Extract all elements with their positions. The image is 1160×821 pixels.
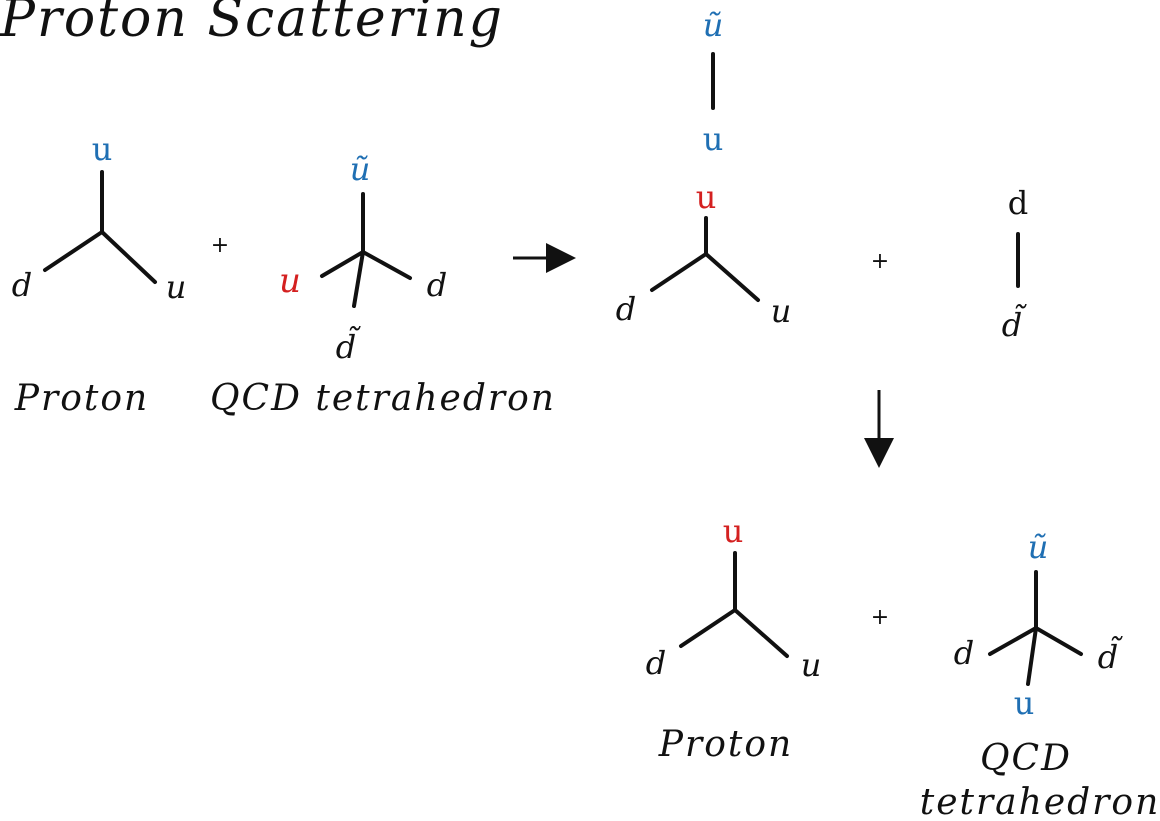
tetrahedron-1-quark-right: d bbox=[427, 266, 447, 304]
tetrahedron-1-vertex bbox=[320, 192, 412, 308]
proton-2-quark-left: d bbox=[646, 644, 666, 682]
caption-proton-1: Proton bbox=[14, 378, 149, 419]
plus-sign-3: + bbox=[871, 605, 889, 630]
plus-sign-1: + bbox=[211, 233, 229, 258]
proton-2-quark-top: u bbox=[723, 512, 744, 550]
proton-1-quark-left: d bbox=[12, 266, 32, 304]
tetrahedron-1-bond-left bbox=[320, 250, 365, 278]
proton-intermediate-bond-right bbox=[704, 252, 760, 302]
tetrahedron-1-quark-bottom: d̃ bbox=[336, 327, 362, 366]
caption-tetrahedron-1: QCD tetrahedron bbox=[210, 378, 556, 419]
tetrahedron-2-quark-right: d̃ bbox=[1098, 637, 1124, 676]
proton-intermediate-vertex bbox=[650, 216, 760, 302]
tetrahedron-2-bond-down bbox=[1026, 626, 1038, 686]
tetrahedron-2-quark-top: ũ bbox=[1028, 528, 1049, 566]
pair-d-quark-top: d bbox=[1008, 184, 1028, 222]
caption-proton-2: Proton bbox=[658, 724, 793, 765]
page-title: Proton Scattering bbox=[0, 0, 504, 49]
tetrahedron-2-bond-right bbox=[1034, 626, 1083, 656]
tetrahedron-2-vertex bbox=[988, 570, 1083, 686]
proton-2-bond-left bbox=[679, 608, 737, 648]
proton-1-quark-right: u bbox=[166, 268, 187, 306]
proton-2-quark-right: u bbox=[801, 646, 822, 684]
tetrahedron-1-quark-left: u bbox=[279, 261, 301, 301]
tetrahedron-2-bond-left bbox=[988, 626, 1038, 656]
tetrahedron-1-bond-right bbox=[361, 250, 412, 280]
proton-1-vertex bbox=[43, 170, 157, 284]
caption-tetrahedron-2-line2: tetrahedron bbox=[920, 782, 1160, 821]
proton-intermediate-quark-top: u bbox=[696, 178, 717, 216]
proton-intermediate-quark-left: d bbox=[616, 290, 636, 328]
caption-tetrahedron-2-line1: QCD bbox=[980, 738, 1072, 779]
pair-top-quark-top: ũ bbox=[703, 6, 724, 44]
pair-d-quark-bottom: d̃ bbox=[1002, 305, 1028, 344]
proton-2-vertex bbox=[679, 551, 789, 658]
tetrahedron-1-quark-top: ũ bbox=[350, 150, 371, 188]
proton-1-quark-top: u bbox=[92, 130, 113, 168]
proton-1-bond-right bbox=[100, 230, 157, 284]
tetrahedron-1-bond-down bbox=[352, 250, 365, 308]
pair-top-quark-bottom: u bbox=[703, 120, 724, 158]
proton-intermediate-quark-right: u bbox=[771, 292, 792, 330]
tetrahedron-2-quark-left: d bbox=[954, 634, 974, 672]
proton-intermediate-bond-left bbox=[650, 252, 708, 292]
tetrahedron-2-quark-bottom: u bbox=[1014, 684, 1035, 722]
proton-1-bond-left bbox=[43, 230, 104, 272]
plus-sign-2: + bbox=[871, 249, 889, 274]
proton-2-bond-right bbox=[733, 608, 789, 658]
